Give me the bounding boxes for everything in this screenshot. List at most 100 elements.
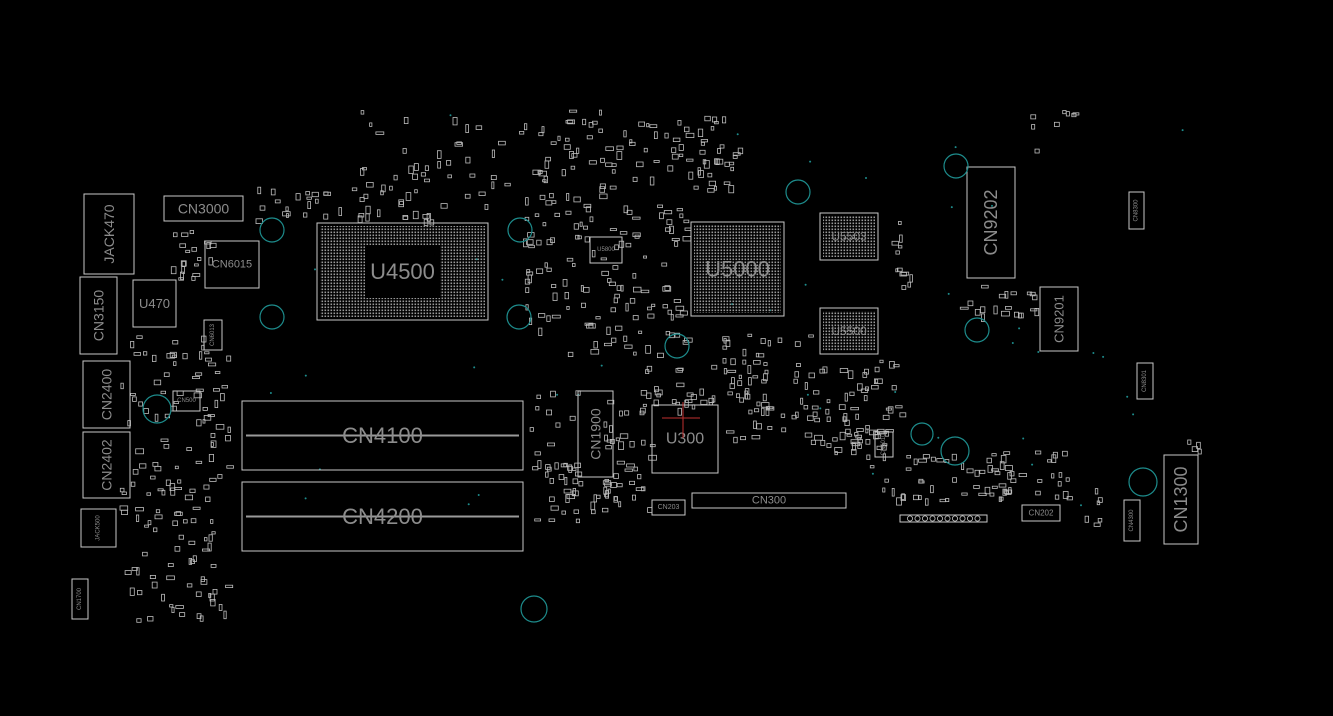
- smd-part: [638, 121, 646, 127]
- bga-pad-array: [823, 216, 875, 257]
- mounting-hole[interactable]: [964, 317, 990, 343]
- smd-part: [609, 228, 617, 232]
- pin-header-strip[interactable]: [899, 514, 988, 523]
- smd-part: [901, 285, 907, 290]
- component-jack500[interactable]: JACK500: [80, 508, 117, 548]
- smd-part: [554, 212, 561, 218]
- component-cn4100[interactable]: CN4100: [241, 400, 524, 471]
- smd-part: [699, 149, 706, 155]
- component-u5500[interactable]: U5500: [819, 307, 879, 355]
- mounting-hole[interactable]: [506, 304, 532, 330]
- smd-part: [544, 160, 550, 169]
- component-cn4200[interactable]: CN4200: [241, 481, 524, 552]
- component-u300[interactable]: U300: [651, 404, 719, 474]
- smd-part: [800, 397, 804, 405]
- smd-part: [633, 466, 638, 472]
- component-label: CN1900: [588, 408, 604, 460]
- smd-part: [426, 212, 431, 222]
- component-outline: [1021, 504, 1061, 522]
- smd-part: [748, 409, 753, 415]
- component-cn203[interactable]: CN203: [651, 499, 686, 516]
- component-outline: [204, 240, 260, 289]
- component-cn1900[interactable]: CN1900: [577, 390, 614, 478]
- smd-part: [616, 151, 623, 160]
- component-cn6015[interactable]: CN6015: [204, 240, 260, 289]
- small-parts-layer: [119, 109, 1202, 623]
- via: [473, 366, 476, 369]
- component-cn2400[interactable]: CN2400: [82, 360, 131, 429]
- mounting-hole[interactable]: [520, 595, 548, 623]
- component-cn8300[interactable]: CN8300: [1128, 191, 1145, 230]
- smd-part: [490, 175, 497, 180]
- component-outline: [651, 499, 686, 516]
- smd-part: [700, 399, 708, 405]
- smd-part: [704, 115, 711, 122]
- smd-part: [855, 413, 859, 420]
- smd-part: [614, 244, 619, 251]
- smd-part: [753, 359, 761, 365]
- component-cn3150[interactable]: CN3150: [79, 276, 118, 355]
- component-cn8301[interactable]: CN8301: [1136, 362, 1154, 400]
- smd-part: [465, 156, 471, 164]
- smd-part: [545, 200, 553, 206]
- mounting-hole[interactable]: [507, 217, 533, 243]
- smd-part: [857, 383, 863, 391]
- via: [954, 146, 957, 149]
- component-cn1300[interactable]: CN1300: [1163, 454, 1199, 545]
- smd-part: [845, 428, 851, 434]
- mounting-hole[interactable]: [664, 333, 690, 359]
- component-cn9202[interactable]: CN9202: [966, 166, 1016, 279]
- component-label: CN1700: [77, 587, 83, 610]
- component-u470[interactable]: U470: [132, 279, 177, 328]
- smd-part: [725, 339, 731, 347]
- component-u5503[interactable]: U5503: [819, 212, 879, 261]
- mounting-hole[interactable]: [259, 217, 285, 243]
- component-cn4300[interactable]: CN4300: [1123, 499, 1141, 542]
- smd-part: [166, 353, 176, 359]
- mounting-hole[interactable]: [943, 153, 969, 179]
- smd-part: [604, 342, 613, 347]
- component-u5800[interactable]: U5800: [589, 236, 623, 264]
- component-u5000[interactable]: U5000: [690, 221, 785, 317]
- smd-part: [1000, 455, 1007, 464]
- component-cn500[interactable]: CN500: [172, 390, 201, 412]
- component-cn6013[interactable]: CN6013: [203, 319, 223, 351]
- smd-part: [142, 551, 148, 557]
- smd-part: [869, 465, 875, 469]
- component-cn202[interactable]: CN202: [1021, 504, 1061, 522]
- component-cn3000[interactable]: CN3000: [163, 195, 244, 222]
- smd-part: [1030, 114, 1037, 120]
- smd-part: [629, 440, 635, 448]
- mounting-hole[interactable]: [1128, 467, 1158, 497]
- component-cn2402[interactable]: CN2402: [82, 431, 131, 499]
- via: [1080, 504, 1082, 507]
- smd-part: [667, 309, 672, 315]
- mounting-hole[interactable]: [910, 422, 934, 446]
- mounting-hole[interactable]: [940, 436, 970, 466]
- component-u4500[interactable]: U4500: [316, 222, 489, 321]
- component-cn9201[interactable]: CN9201: [1039, 286, 1079, 352]
- smd-part: [191, 275, 196, 281]
- smd-part: [885, 407, 892, 411]
- mounting-hole[interactable]: [259, 304, 285, 330]
- component-cn300[interactable]: CN300: [691, 492, 847, 509]
- smd-part: [550, 237, 555, 243]
- smd-part: [578, 481, 584, 487]
- smd-part: [402, 148, 407, 154]
- smd-part: [153, 527, 158, 533]
- component-cn6010[interactable]: CN6010: [874, 431, 894, 458]
- mounting-hole[interactable]: [142, 394, 172, 424]
- smd-part: [305, 191, 310, 196]
- smd-part: [561, 510, 567, 515]
- component-cn1700[interactable]: CN1700: [71, 578, 89, 620]
- smd-part: [172, 340, 179, 345]
- smd-part: [742, 348, 747, 357]
- mounting-hole[interactable]: [785, 179, 811, 205]
- component-jack470[interactable]: JACK470: [83, 193, 135, 275]
- smd-part: [209, 242, 217, 249]
- component-label: CN2400: [99, 369, 115, 421]
- smd-part: [154, 514, 163, 520]
- smd-part: [151, 354, 157, 362]
- smd-part: [820, 439, 826, 446]
